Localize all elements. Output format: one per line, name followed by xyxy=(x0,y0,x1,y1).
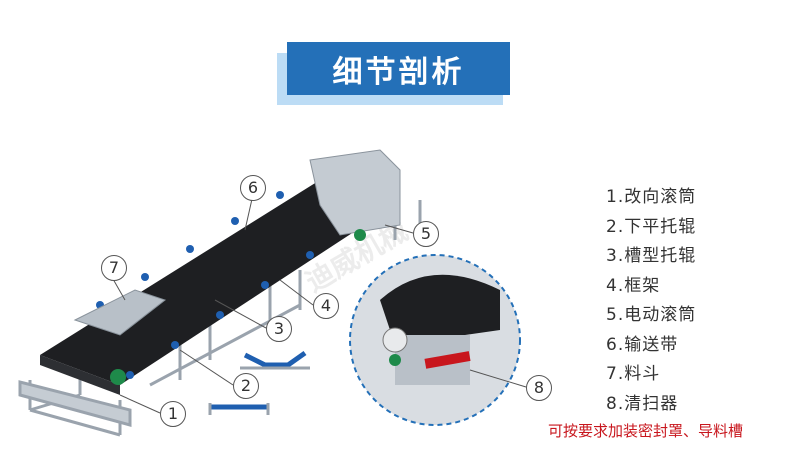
legend-item: 6.输送带 xyxy=(606,334,679,355)
legend-item: 3.槽型托辊 xyxy=(606,246,697,266)
conveyor-belt xyxy=(40,180,395,385)
callout-3: 3 xyxy=(266,316,292,342)
callout-1: 1 xyxy=(160,401,186,427)
callout-6: 6 xyxy=(240,175,266,201)
bend-pulley xyxy=(110,369,126,385)
legend-item: 1.改向滚筒 xyxy=(606,187,697,207)
legend-item: 8.清扫器 xyxy=(606,393,679,414)
legend-item: 7.料斗 xyxy=(606,364,661,384)
legend-item: 5.电动滚筒 xyxy=(606,305,697,325)
drive-pulley xyxy=(309,149,401,236)
parts-legend: 1.改向滚筒 2.下平托辊 3.槽型托辊 4.框架 5.电动滚筒 6.输送带 7… xyxy=(606,183,696,419)
frame xyxy=(18,200,422,437)
hopper xyxy=(73,289,167,336)
legend-item: 4.框架 xyxy=(606,275,661,296)
idler-rollers xyxy=(96,191,359,379)
customization-note: 可按要求加装密封罩、导料槽 xyxy=(548,422,744,440)
callout-5: 5 xyxy=(413,221,439,247)
legend-item: 2.下平托辊 xyxy=(606,216,697,237)
callout-8: 8 xyxy=(526,375,552,401)
flat-idler-sample xyxy=(208,403,270,415)
page-title: 细节剖析 xyxy=(287,42,510,95)
cleaner-detail-inset xyxy=(349,254,521,426)
callout-2: 2 xyxy=(233,373,259,399)
callout-7: 7 xyxy=(101,255,127,281)
callout-4: 4 xyxy=(313,293,339,319)
leader-lines xyxy=(112,198,527,414)
trough-idler-sample xyxy=(240,350,310,370)
